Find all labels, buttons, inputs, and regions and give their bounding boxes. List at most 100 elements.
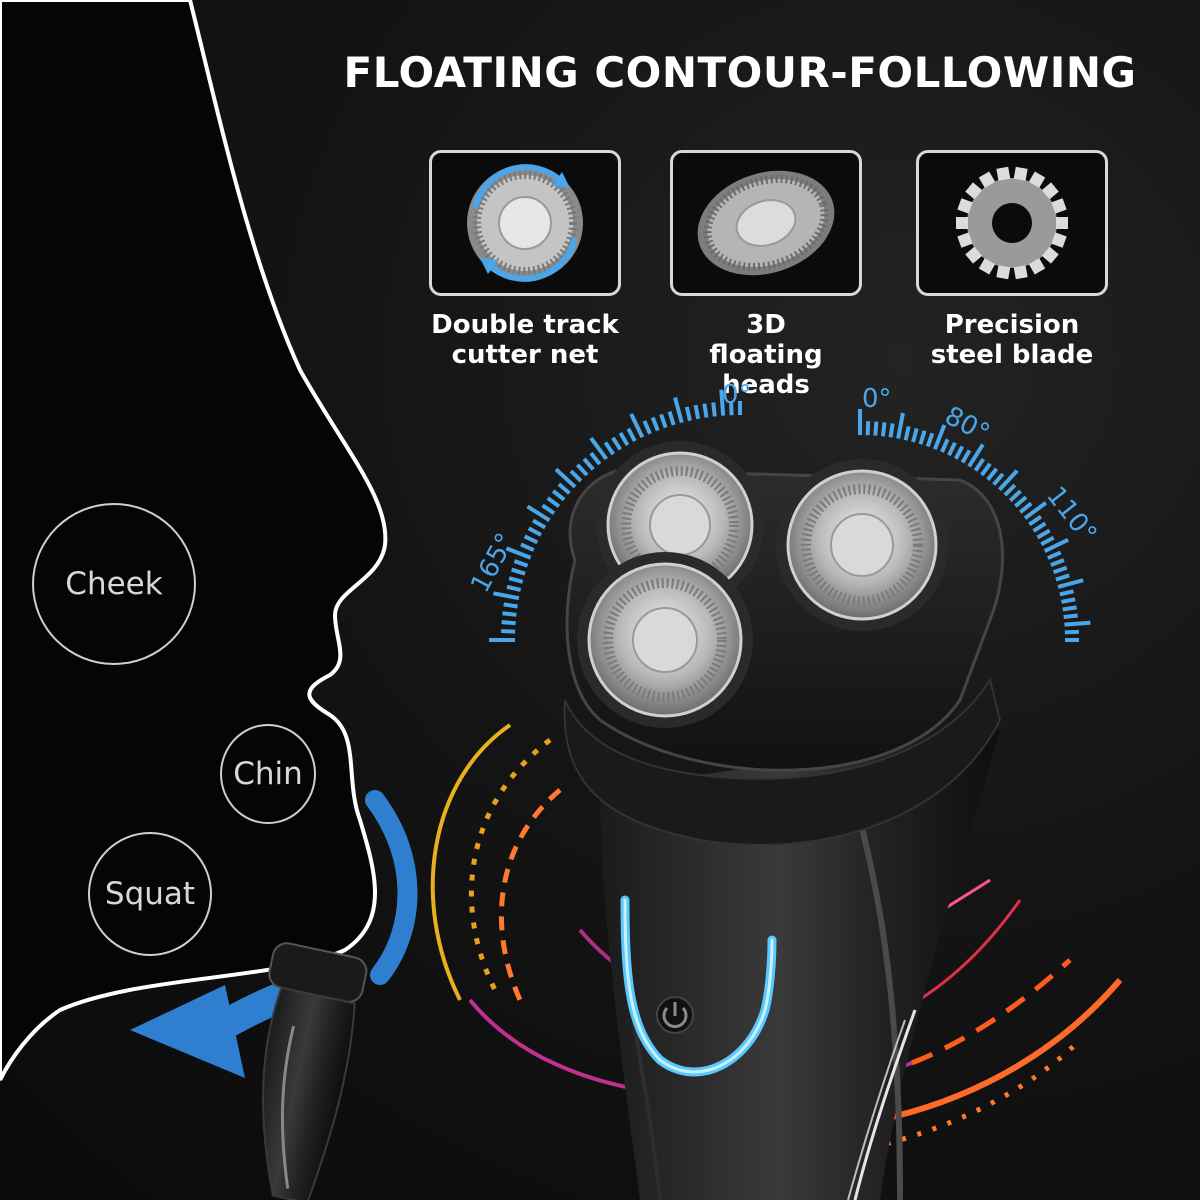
feature-icon-box — [670, 150, 862, 296]
scale-tick — [575, 463, 589, 477]
scale-tick — [629, 412, 645, 439]
scale-tick — [503, 602, 518, 609]
orange-arc-3 — [759, 1038, 1082, 1163]
scale-tick — [973, 457, 986, 472]
zone-squat: Squat — [88, 832, 212, 956]
scale-tick — [960, 449, 972, 464]
feature-steel-blade: Precision steel blade — [912, 150, 1112, 370]
scale-tick — [1019, 501, 1033, 514]
scale-tick — [673, 397, 684, 424]
scale-tick — [506, 584, 522, 592]
foil-head-bottom — [577, 552, 753, 728]
scale-tick — [711, 402, 717, 417]
scale-tick — [1055, 573, 1070, 582]
angle-label-right-0: 0° — [862, 384, 892, 414]
scale-tick — [1063, 613, 1078, 620]
angle-label-left-0: 0° — [722, 380, 752, 410]
scale-tick — [551, 489, 566, 502]
scale-tick — [554, 467, 577, 489]
scale-tick — [967, 443, 985, 468]
scale-tick — [873, 421, 879, 436]
scale-tick — [729, 401, 734, 416]
scale-tick — [1052, 565, 1068, 575]
scale-tick — [684, 406, 692, 422]
scale-tick — [501, 629, 516, 634]
scale-tick — [1036, 528, 1051, 540]
scale-tick — [569, 469, 583, 483]
scale-tick — [911, 427, 919, 443]
scale-tick — [520, 542, 535, 552]
scale-tick — [940, 438, 950, 453]
scale-tick — [865, 421, 871, 436]
floating-head-icon — [697, 170, 835, 276]
scale-tick — [527, 526, 543, 537]
scale-tick — [918, 430, 927, 445]
scale-tick — [1047, 550, 1062, 560]
right-angle-scale — [858, 409, 1091, 642]
scale-tick — [693, 404, 701, 420]
curve-arrow — [365, 790, 418, 985]
feature-label: Precision steel blade — [930, 310, 1094, 370]
scale-tick — [880, 422, 887, 437]
steel-blade-icon — [956, 166, 1068, 280]
scale-tick — [888, 423, 895, 438]
scale-tick — [1028, 514, 1043, 527]
scale-tick — [603, 441, 615, 456]
orange-arc-dashed — [498, 788, 562, 1002]
scale-tick — [1062, 605, 1077, 612]
scale-tick — [1064, 629, 1079, 635]
page-title: FLOATING CONTOUR-FOLLOWING — [343, 48, 1137, 97]
scale-tick — [511, 567, 526, 576]
scale-tick — [1040, 535, 1055, 546]
left-angle-scale — [489, 389, 742, 642]
scale-tick — [986, 467, 999, 481]
scale-tick — [980, 462, 992, 477]
double-track-cutter-net-icon — [467, 164, 583, 282]
scale-tick — [1003, 483, 1017, 497]
feature-label: Double track cutter net — [431, 310, 619, 370]
power-button-icon — [656, 996, 694, 1034]
scale-tick — [493, 591, 520, 601]
scale-tick — [626, 427, 637, 443]
scale-tick — [702, 403, 709, 418]
scale-tick — [954, 445, 965, 460]
zone-cheek: Cheek — [32, 503, 196, 665]
scale-tick — [650, 416, 660, 432]
scale-tick — [1061, 597, 1076, 604]
scale-tick — [611, 436, 622, 451]
left-arrow-head — [130, 985, 245, 1078]
small-shaver — [262, 942, 368, 1200]
scale-tick — [501, 620, 516, 626]
feature-label: 3D floating heads — [709, 310, 823, 400]
scale-tick — [513, 559, 529, 568]
scale-tick — [1059, 589, 1074, 597]
scale-tick — [1032, 521, 1047, 533]
scale-tick — [1043, 537, 1069, 553]
scale-tick — [659, 413, 668, 429]
yellow-arc-dashed — [468, 738, 552, 992]
scale-tick — [997, 469, 1019, 492]
scale-tick — [502, 611, 517, 617]
scale-tick — [618, 432, 630, 447]
scale-tick — [508, 576, 524, 584]
zone-chin: Chin — [220, 724, 316, 824]
scale-tick — [1023, 501, 1048, 520]
scale-tick — [557, 482, 571, 495]
scale-tick — [1064, 620, 1091, 627]
scale-tick — [505, 546, 532, 560]
scale-tick — [719, 389, 726, 416]
scale-tick — [896, 412, 905, 439]
scale-tick — [546, 496, 561, 508]
scale-tick — [925, 432, 935, 448]
feature-double-track: Double track cutter net — [425, 150, 625, 370]
scale-tick — [1008, 489, 1022, 503]
scale-tick — [1014, 495, 1028, 508]
scale-tick — [642, 420, 652, 435]
scale-tick — [523, 534, 539, 545]
foil-head-right — [776, 459, 948, 631]
scale-tick — [947, 441, 957, 457]
scale-tick — [589, 436, 608, 461]
scale-tick — [933, 424, 947, 450]
feature-icon-box — [429, 150, 621, 296]
